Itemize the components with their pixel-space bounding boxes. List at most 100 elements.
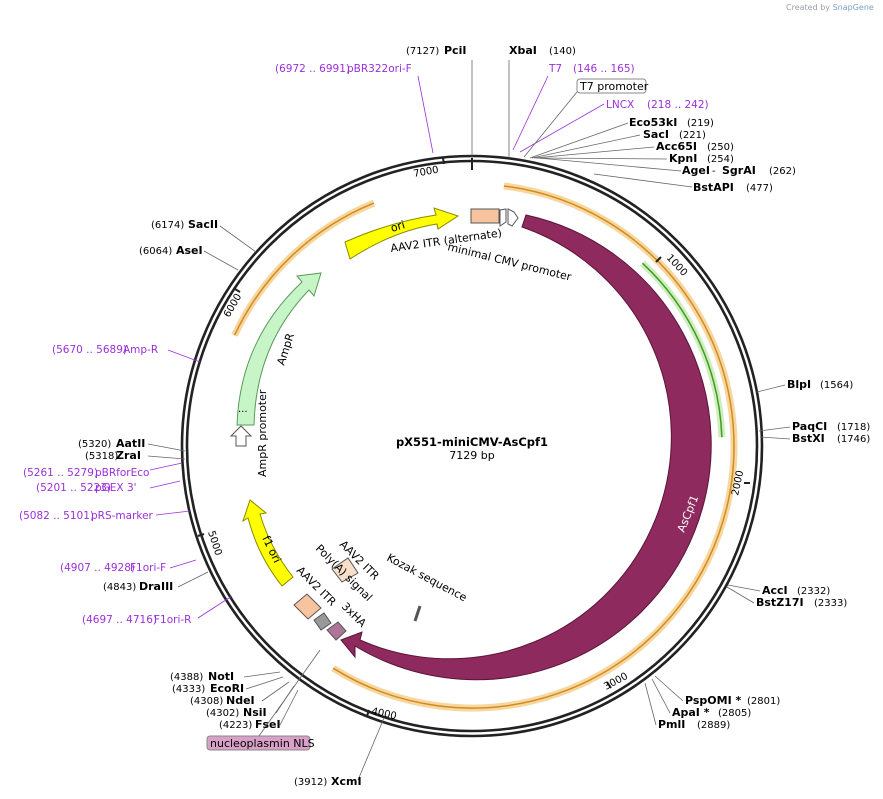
- enzyme-position: (1746): [837, 434, 870, 445]
- enzyme-position: (5320): [78, 439, 111, 450]
- ha-feature: [326, 621, 347, 641]
- primer-ampr: Amp-R: [123, 344, 158, 356]
- enzyme-aatii: AatII: [116, 437, 145, 450]
- primer-range: (146 .. 165): [573, 63, 635, 75]
- enzyme-kpni: KpnI: [669, 152, 697, 165]
- ampr-dots: ...: [238, 404, 248, 415]
- enzyme-position: (140): [549, 46, 576, 57]
- enzyme-ndei: NdeI: [226, 694, 255, 707]
- enzyme-bstxi: BstXI: [792, 432, 825, 445]
- leader-line: [727, 584, 761, 592]
- leader-line: [726, 586, 755, 604]
- leader-line: [169, 559, 197, 569]
- enzyme-position: (2332): [797, 586, 830, 597]
- enzyme-paqci: PaqCI: [792, 420, 827, 433]
- ampr-promoter-feature: [229, 425, 253, 447]
- leader-line: [535, 157, 668, 160]
- primer-prsmarker: pRS-marker: [91, 510, 154, 522]
- orange-arc-right: [332, 185, 735, 709]
- enzyme-fsei: FseI: [255, 718, 281, 731]
- leader-line: [147, 455, 186, 460]
- leader-line: [654, 675, 684, 702]
- enzyme-position: (6174): [151, 220, 184, 231]
- enzyme-pmli: PmlI: [658, 718, 685, 731]
- primer-f1orir: F1ori-R: [154, 614, 191, 626]
- enzyme-position: (2801): [747, 696, 780, 707]
- enzyme-position: (262): [769, 166, 796, 177]
- enzyme-position: (2333): [814, 598, 847, 609]
- leader-line: [593, 173, 693, 188]
- enzyme-position: (4843): [103, 582, 136, 593]
- leader-line: [759, 436, 791, 440]
- leader-line: [147, 443, 186, 452]
- enzyme-position: (1718): [837, 422, 870, 433]
- enzyme-zrai: ZraI: [116, 449, 141, 462]
- primer-range: (5670 .. 5689): [52, 344, 127, 356]
- ori-feature: [344, 207, 460, 260]
- enzyme-draiii: DraIII: [139, 580, 173, 593]
- nls-box: [206, 735, 311, 751]
- tick-4000: 4000: [370, 706, 397, 722]
- leader-line: [519, 103, 605, 153]
- kozak-label: Kozak sequence: [385, 551, 470, 604]
- leader-line: [261, 681, 290, 702]
- enzyme-position: (2889): [697, 720, 730, 731]
- plasmid-length: 7129 bp: [449, 449, 494, 462]
- enzyme-saci: SacI: [643, 128, 669, 141]
- snapgene-brand: SnapGene: [832, 3, 874, 12]
- enzyme-position: (7127): [406, 46, 439, 57]
- orange-arc-left: [233, 202, 375, 336]
- primer-lncx: LNCX: [606, 99, 634, 111]
- leader-line: [219, 225, 257, 253]
- leader-line: [197, 595, 233, 619]
- enzyme-xcmi: XcmI: [331, 775, 362, 788]
- enzyme-asei: AseI: [176, 244, 203, 257]
- enzyme-position: (4223): [219, 720, 252, 731]
- leader-line: [203, 250, 239, 271]
- enzyme-position: (4308): [190, 696, 223, 707]
- enzyme-blpi: BlpI: [787, 378, 811, 391]
- enzyme-apai: ApaI *: [672, 706, 710, 719]
- ampr-label: AmpR: [274, 331, 297, 367]
- enzyme-position: (1564): [820, 380, 853, 391]
- enzyme-pcii: PciI: [444, 44, 466, 57]
- enzyme-position: (250): [707, 142, 734, 153]
- ha-label: 3xHA: [339, 600, 369, 630]
- min-cmv-label: minimal CMV promoter: [446, 240, 573, 283]
- tick-2000: 2000: [730, 469, 746, 496]
- leader-line: [245, 676, 284, 690]
- credit-prefix: Created by: [786, 3, 831, 12]
- enzyme-position: (5318): [85, 451, 118, 462]
- enzyme-position: (221): [679, 130, 706, 141]
- enzyme-bstapi: BstAPI: [693, 181, 734, 194]
- leader-line: [523, 91, 578, 158]
- min-cmv-feature: [499, 208, 519, 227]
- primer-t7: T7: [548, 63, 562, 75]
- leader-line: [149, 462, 183, 471]
- kozak-mark: [413, 605, 422, 622]
- enzyme-acc65i: Acc65I: [656, 140, 697, 153]
- leader-line: [756, 384, 786, 393]
- enzyme-noti: NotI: [208, 670, 234, 683]
- leader-line: [167, 349, 201, 363]
- aav2-itr-box2: [293, 593, 322, 620]
- leader-line: [537, 157, 682, 172]
- enzyme-position: (6064): [139, 246, 172, 257]
- aav2-itr-alt-feature: [470, 208, 500, 224]
- enzyme-eco53ki: Eco53kI: [629, 116, 677, 129]
- enzyme-separator: -: [712, 166, 716, 177]
- enzyme-sacii: SacII: [188, 218, 218, 231]
- tick-marks: [197, 157, 750, 717]
- enzyme-nsii: NsiI: [243, 706, 267, 719]
- enzyme-position: (219): [687, 118, 714, 129]
- polya-feature: [313, 612, 332, 631]
- leader-line: [651, 678, 671, 714]
- leader-line: [357, 717, 385, 781]
- enzyme-position: (4388): [170, 672, 203, 683]
- primer-range: (5082 .. 5101): [19, 510, 94, 522]
- aav2-itr-box1: [331, 557, 359, 583]
- enzyme-xbai: XbaI: [509, 44, 537, 57]
- t7-promoter-box: [576, 78, 647, 94]
- green-arc: [641, 262, 723, 438]
